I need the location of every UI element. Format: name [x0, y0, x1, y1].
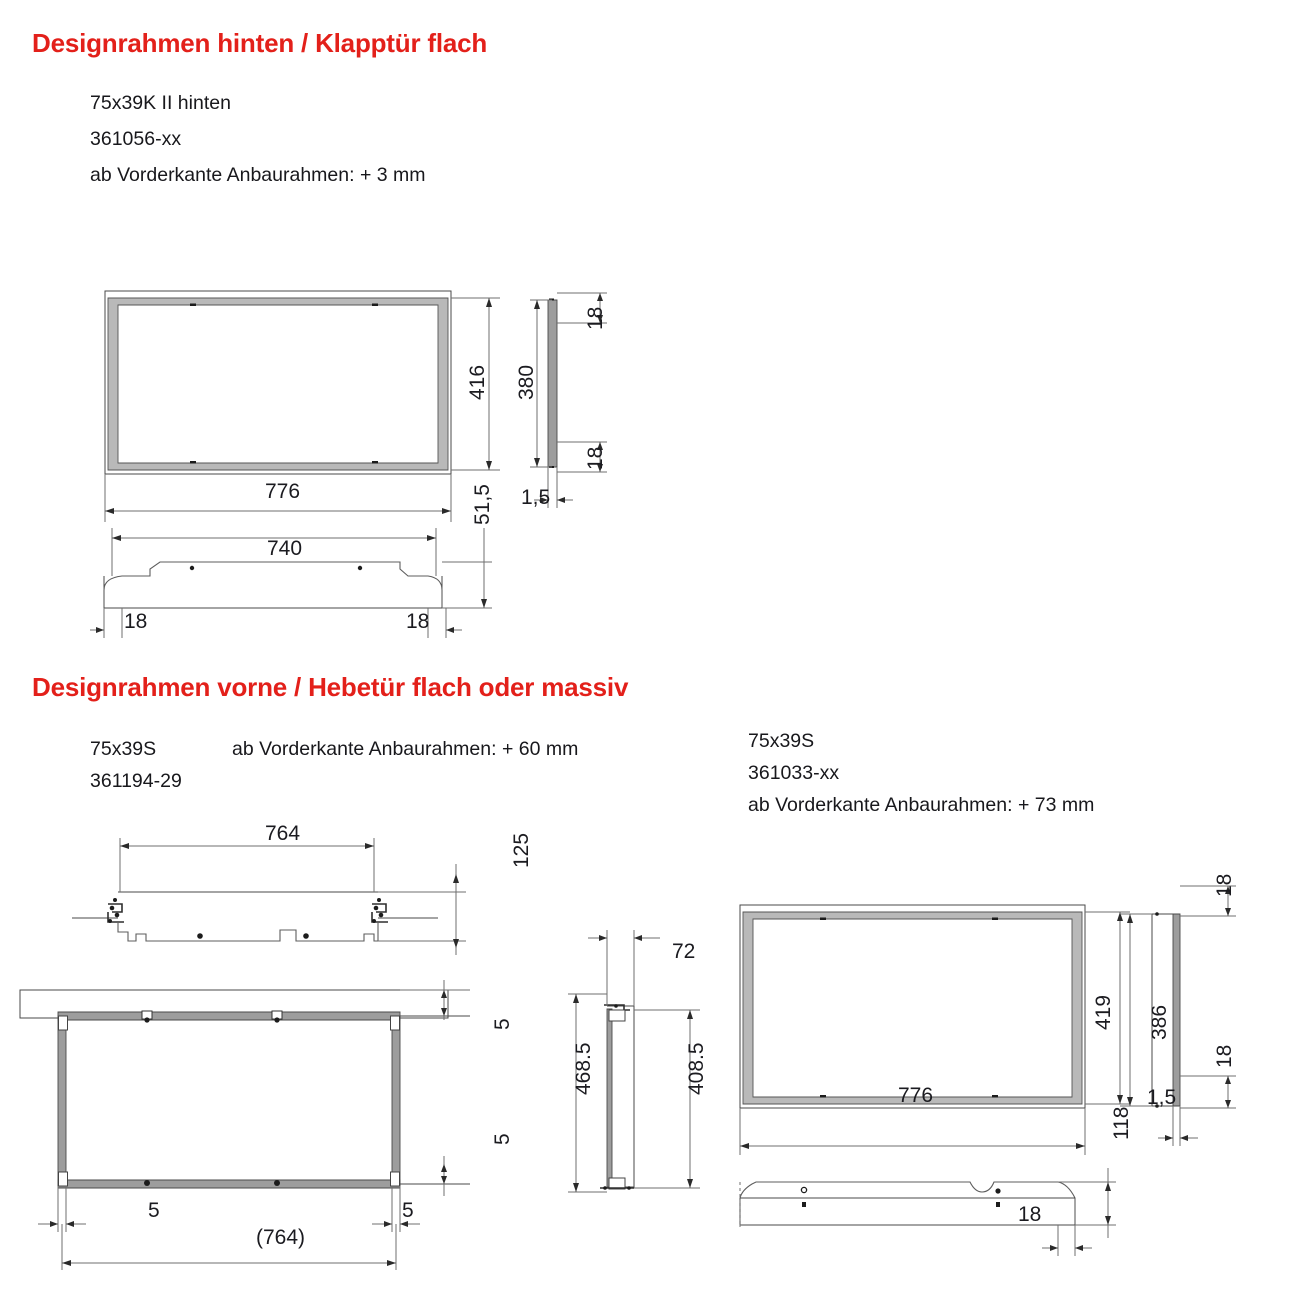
section-2-left-views	[0, 820, 740, 1290]
dimension-label-125: 125	[510, 832, 533, 868]
dimension-label-776-right: 776	[898, 1084, 934, 1107]
dimension-label-468-5: 468.5	[572, 1042, 595, 1095]
section-2-right-note-line-2: 361033-xx	[748, 762, 840, 784]
right-section-geometry	[1120, 885, 1236, 1146]
section-1-heading: Designrahmen hinten / Klapptür flach	[32, 28, 488, 58]
dimension-label-18-bottom-right: 18	[1018, 1203, 1042, 1226]
right-front-view-geometry	[739, 904, 1130, 1155]
dimension-label-408-5: 408.5	[685, 1042, 708, 1095]
section-1-front-view	[0, 260, 660, 660]
left-front-view-geometry	[19, 980, 470, 1270]
section-2-heading: Designrahmen vorne / Hebetür flach oder …	[32, 672, 629, 702]
section-1-note-line-2: 361056-xx	[90, 128, 182, 150]
dimension-label-51-5: 51,5	[471, 484, 494, 525]
dimension-label-18-right: 18	[406, 610, 430, 633]
left-top-profile-geometry	[72, 838, 466, 955]
section-1-note-line-1: 75x39K II hinten	[90, 92, 231, 114]
dimension-label-380: 380	[515, 364, 538, 400]
dimension-label-1-5: 1,5	[521, 486, 551, 509]
dimension-label-764: 764	[265, 822, 301, 845]
section-2-right-views	[720, 850, 1300, 1270]
dimension-label-18-right-top: 18	[1213, 873, 1236, 897]
section-2-left-inline-note: ab Vorderkante Anbaurahmen: + 60 mm	[232, 738, 579, 760]
dimension-label-18-bottom: 18	[584, 446, 607, 470]
section-2-left-note-line-2: 361194-29	[90, 770, 182, 792]
section-2-right-note-line-1: 75x39S	[748, 730, 815, 752]
dimension-label-5-right-bottom: 5	[491, 1133, 514, 1145]
dimension-label-764-paren: (764)	[256, 1226, 306, 1249]
dimension-label-740: 740	[267, 537, 303, 560]
dimension-label-1-5-right: 1,5	[1147, 1086, 1177, 1109]
dimension-label-5-right-top: 5	[491, 1018, 514, 1030]
dimension-label-419: 419	[1092, 994, 1115, 1030]
middle-section-geometry	[568, 930, 700, 1193]
section-1-note-line-3: ab Vorderkante Anbaurahmen: + 3 mm	[90, 164, 426, 186]
dimension-label-776: 776	[265, 480, 301, 503]
dimension-label-386: 386	[1148, 1004, 1171, 1040]
dimension-label-18-right-bottom: 18	[1213, 1044, 1236, 1068]
dimension-label-5-bottom-right: 5	[402, 1199, 414, 1222]
dimension-label-5-bottom-left: 5	[148, 1199, 160, 1222]
dimension-label-18-left: 18	[124, 610, 148, 633]
dimension-label-118: 118	[1110, 1106, 1133, 1140]
dimension-label-416: 416	[466, 364, 489, 400]
dimension-label-72: 72	[672, 940, 696, 963]
right-bottom-profile-geometry	[739, 1168, 1116, 1256]
dimension-label-18-top: 18	[584, 306, 607, 330]
section-2-right-note-line-3: ab Vorderkante Anbaurahmen: + 73 mm	[748, 794, 1095, 816]
section-2-left-note-line-1: 75x39S	[90, 738, 157, 760]
